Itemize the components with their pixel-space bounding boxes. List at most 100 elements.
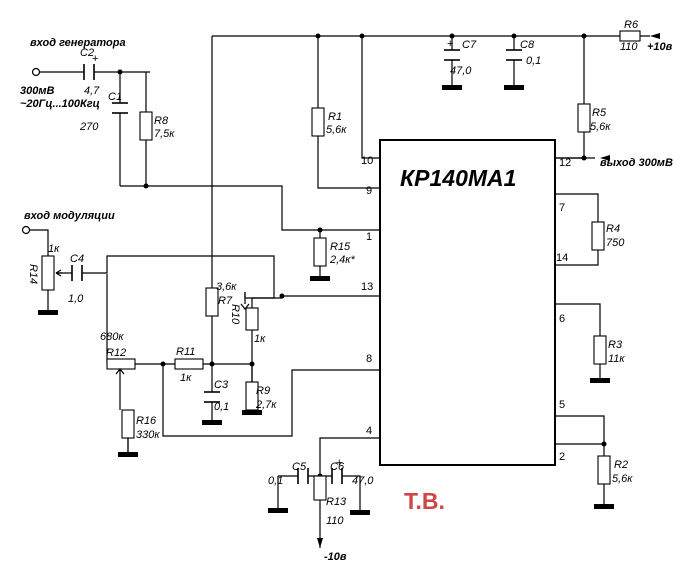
R10-value-label: 1к bbox=[254, 333, 266, 345]
C4-value-label: 1,0 bbox=[68, 293, 84, 305]
R8-ref-label: R8 bbox=[154, 115, 169, 127]
resistor-R13 bbox=[313, 475, 327, 501]
pin-6: 6 bbox=[559, 313, 565, 325]
modulation-terminal-icon bbox=[21, 225, 31, 235]
C3-ref-label: C3 bbox=[214, 379, 229, 391]
C5-value-label: 0,1 bbox=[268, 475, 283, 487]
potentiometer-R12-wiper bbox=[115, 368, 125, 375]
pin-5: 5 bbox=[559, 399, 565, 411]
C8-value-label: 0,1 bbox=[526, 55, 541, 67]
potentiometer-R14 bbox=[41, 255, 55, 291]
C5-ref-label: C5 bbox=[292, 461, 307, 473]
resistor-R3 bbox=[593, 335, 607, 365]
R14-value-label: 1к bbox=[48, 243, 60, 255]
potentiometer-R12 bbox=[106, 358, 136, 370]
wires bbox=[30, 35, 650, 548]
resistor-R8 bbox=[139, 111, 153, 141]
capacitors bbox=[71, 49, 522, 484]
C6-value-label: 47,0 bbox=[352, 475, 374, 487]
R1-value-label: 5,6к bbox=[326, 124, 347, 136]
C3-value-label: 0,1 bbox=[214, 401, 229, 413]
C7-value-label: 47,0 bbox=[450, 65, 472, 77]
R12-value-label: 680к bbox=[100, 331, 124, 343]
R6-ref-label: R6 bbox=[624, 19, 639, 31]
potentiometer-R10-wiper bbox=[240, 292, 250, 310]
svg-text:+: + bbox=[92, 53, 98, 65]
R3-ref-label: R3 bbox=[608, 339, 623, 351]
chip-name: КР140МА1 bbox=[400, 165, 516, 191]
C1-ref-label: C1 bbox=[108, 91, 122, 103]
R4-value-label: 750 bbox=[606, 237, 625, 249]
R5-value-label: 5,6к bbox=[590, 121, 611, 133]
frequency-label: ~20Гц...100Кгц bbox=[20, 98, 100, 110]
wire-fix bbox=[127, 364, 253, 452]
C1-value-label: 270 bbox=[79, 121, 99, 133]
R13-value-label: 110 bbox=[326, 515, 344, 527]
chip-body bbox=[379, 139, 556, 466]
pin-14: 14 bbox=[556, 252, 568, 264]
R2-ref-label: R2 bbox=[614, 459, 628, 471]
plus-supply-arrow-icon bbox=[650, 33, 660, 39]
resistor-R1 bbox=[311, 107, 325, 137]
R12-ref-label: R12 bbox=[106, 347, 126, 359]
minus-supply-label: -10в bbox=[324, 551, 347, 563]
resistor-R11 bbox=[174, 358, 204, 370]
R16-ref-label: R16 bbox=[136, 415, 157, 427]
R7-ref-label: R7 bbox=[218, 295, 233, 307]
R9-ref-label: R9 bbox=[256, 385, 270, 397]
resistor-R7 bbox=[205, 287, 219, 317]
R9-value-label: 2,7к bbox=[255, 399, 277, 411]
R16-value-label: 330к bbox=[136, 429, 160, 441]
R5-ref-label: R5 bbox=[592, 107, 607, 119]
pin-2: 2 bbox=[559, 451, 565, 463]
C6-ref-label: C6 bbox=[330, 461, 345, 473]
level-label: 300мВ bbox=[20, 85, 54, 97]
component-labels: C2 4,7 C1 270 R8 7,5к R1 5,6к C7 47,0 C8… bbox=[27, 19, 639, 527]
R15-ref-label: R15 bbox=[330, 241, 351, 253]
pin-13: 13 bbox=[361, 281, 373, 293]
R15-value-label: 2,4к* bbox=[329, 254, 355, 266]
pin-10: 10 bbox=[361, 155, 373, 167]
ground-symbols bbox=[38, 85, 614, 515]
output-label: выход 300мВ bbox=[600, 157, 673, 169]
resistor-R16 bbox=[121, 409, 135, 439]
generator-terminal-icon bbox=[31, 67, 41, 77]
R6-value-label: 110 bbox=[620, 41, 638, 53]
C8-ref-label: C8 bbox=[520, 39, 535, 51]
R1-ref-label: R1 bbox=[328, 111, 342, 123]
terminals bbox=[21, 33, 660, 548]
pin-numbers: 10 9 1 13 8 4 12 7 14 6 5 2 bbox=[361, 155, 571, 463]
signal-labels: вход генератора 300мВ ~20Гц...100Кгц вхо… bbox=[20, 37, 673, 563]
pin-4: 4 bbox=[366, 425, 372, 437]
R11-ref-label: R11 bbox=[176, 346, 195, 358]
pin-8: 8 bbox=[366, 353, 372, 365]
R3-value-label: 11к bbox=[608, 353, 625, 365]
C2-value-label: 4,7 bbox=[84, 85, 100, 97]
C2-ref-label: C2 bbox=[80, 47, 94, 59]
author-signature: Т.В. bbox=[404, 488, 445, 514]
R2-value-label: 5,6к bbox=[612, 473, 633, 485]
polarity-marks: + + + bbox=[92, 38, 453, 469]
potentiometer-R14-wiper bbox=[55, 269, 62, 277]
pin-1: 1 bbox=[366, 231, 372, 243]
resistor-R2 bbox=[597, 455, 611, 485]
C4-ref-label: C4 bbox=[70, 253, 84, 265]
output-arrow-icon bbox=[600, 155, 610, 161]
R10-ref-label: R10 bbox=[229, 304, 241, 325]
potentiometer-R10 bbox=[245, 307, 259, 331]
resistor-R15 bbox=[313, 237, 327, 267]
svg-text:+: + bbox=[447, 38, 453, 50]
R14-ref-label: R14 bbox=[27, 264, 39, 284]
R11-value-label: 1к bbox=[180, 372, 192, 384]
minus-supply-arrow-icon bbox=[317, 538, 323, 548]
R4-ref-label: R4 bbox=[606, 223, 620, 235]
R7-value-label: 3,6к bbox=[216, 281, 237, 293]
resistor-R4 bbox=[591, 221, 605, 251]
resistor-R6 bbox=[619, 30, 641, 42]
pin-7: 7 bbox=[559, 202, 565, 214]
pin-9: 9 bbox=[366, 185, 372, 197]
generator-input-label: вход генератора bbox=[30, 37, 126, 49]
modulation-input-label: вход модуляции bbox=[24, 210, 115, 222]
